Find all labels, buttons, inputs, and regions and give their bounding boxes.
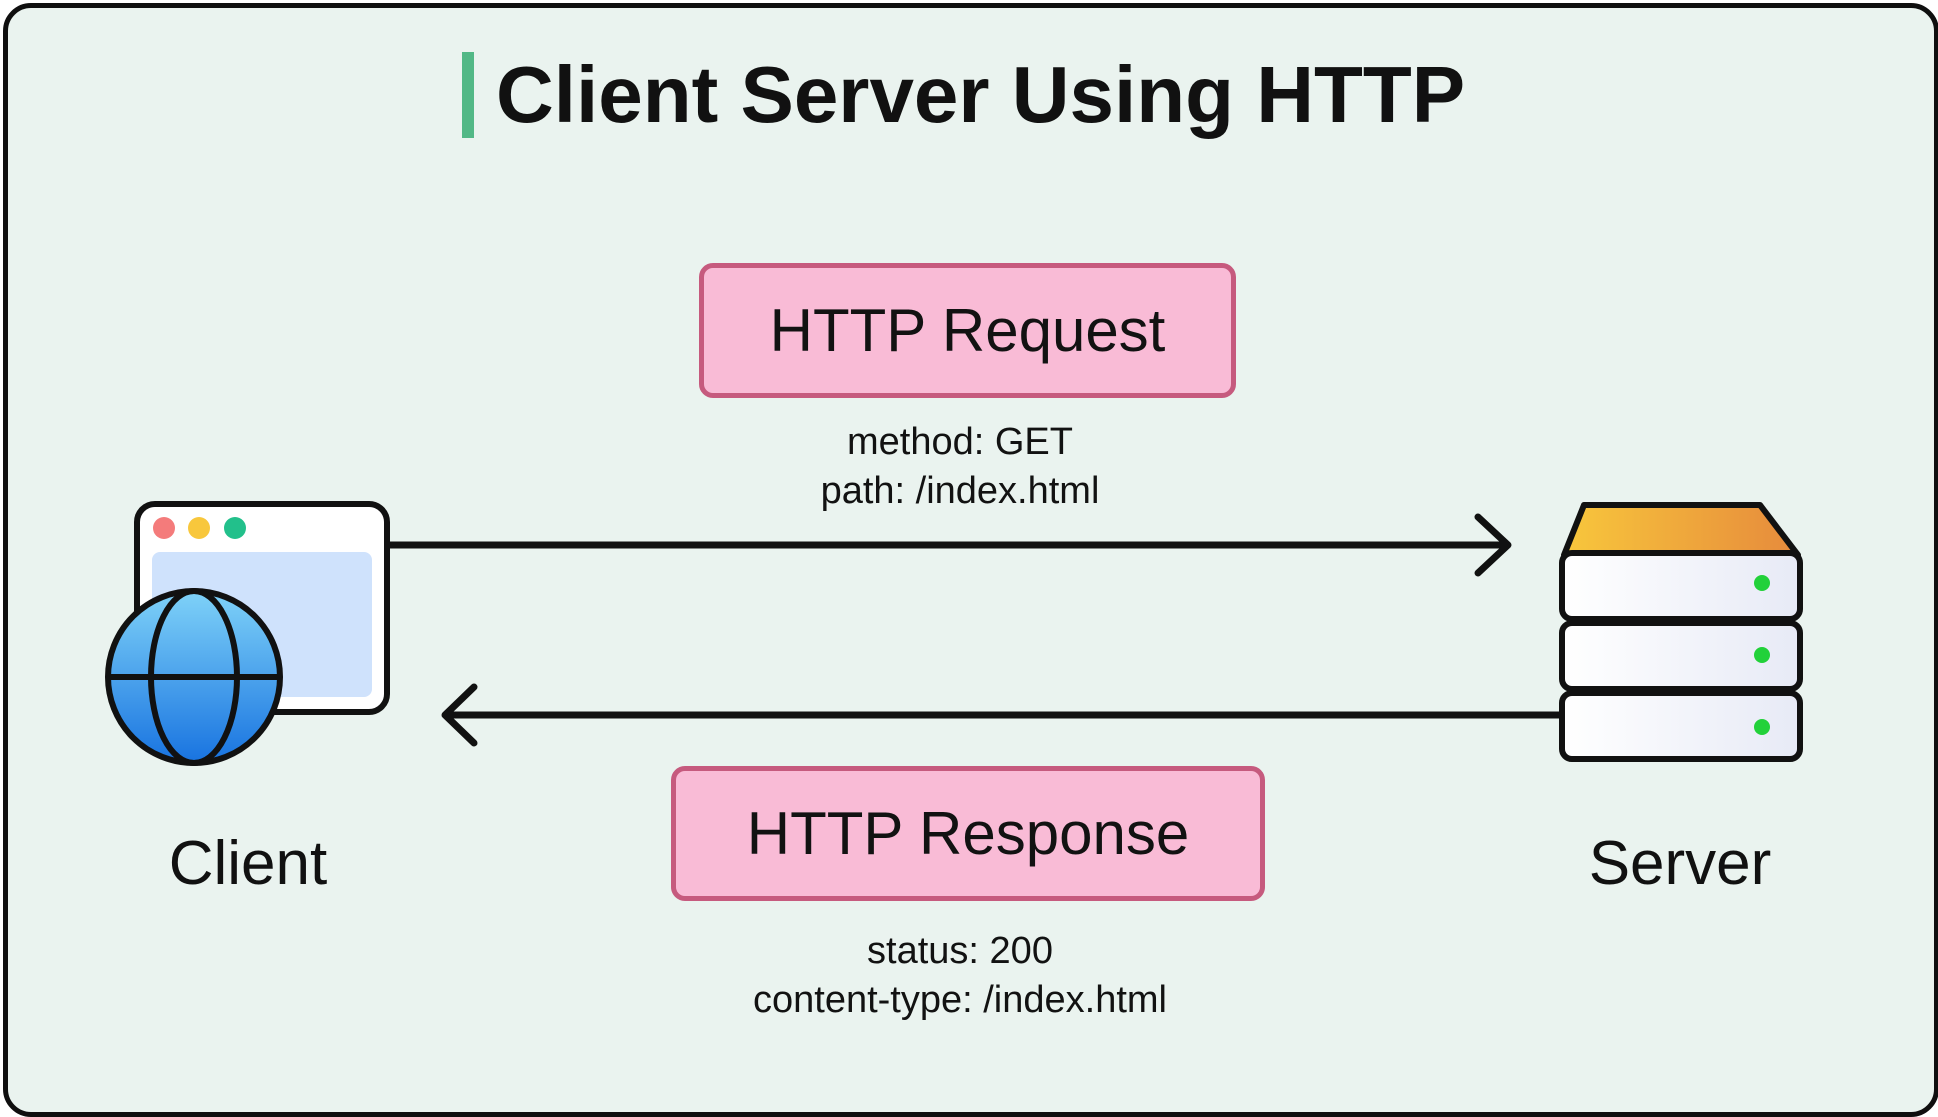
server-unit-3	[1559, 690, 1803, 762]
request-details: method: GET path: /index.html	[660, 418, 1260, 516]
globe-icon	[105, 588, 283, 766]
window-dot-green	[224, 517, 246, 539]
status-led-1	[1754, 575, 1770, 591]
http-response-label: HTTP Response	[671, 766, 1265, 901]
window-dot-red	[153, 517, 175, 539]
browser-globe-icon	[105, 501, 390, 766]
response-content-type: content-type: /index.html	[753, 979, 1167, 1021]
request-method: method: GET	[847, 421, 1073, 463]
server-rack-icon	[1559, 502, 1803, 762]
title-accent-bar	[462, 52, 474, 138]
response-details: status: 200 content-type: /index.html	[620, 927, 1300, 1025]
server-unit-2	[1559, 620, 1803, 692]
response-arrow	[441, 683, 1566, 747]
window-dot-yellow	[188, 517, 210, 539]
response-status: status: 200	[867, 930, 1053, 972]
title-block: Client Server Using HTTP	[462, 52, 1465, 138]
server-label: Server	[1588, 829, 1772, 898]
server-roof	[1561, 502, 1801, 558]
page-title: Client Server Using HTTP	[496, 50, 1466, 139]
client-label: Client	[168, 829, 328, 898]
status-led-3	[1754, 719, 1770, 735]
request-arrow	[384, 513, 1512, 577]
status-led-2	[1754, 647, 1770, 663]
server-unit-1	[1559, 550, 1803, 622]
http-request-label: HTTP Request	[699, 263, 1236, 398]
request-path: path: /index.html	[820, 470, 1100, 512]
